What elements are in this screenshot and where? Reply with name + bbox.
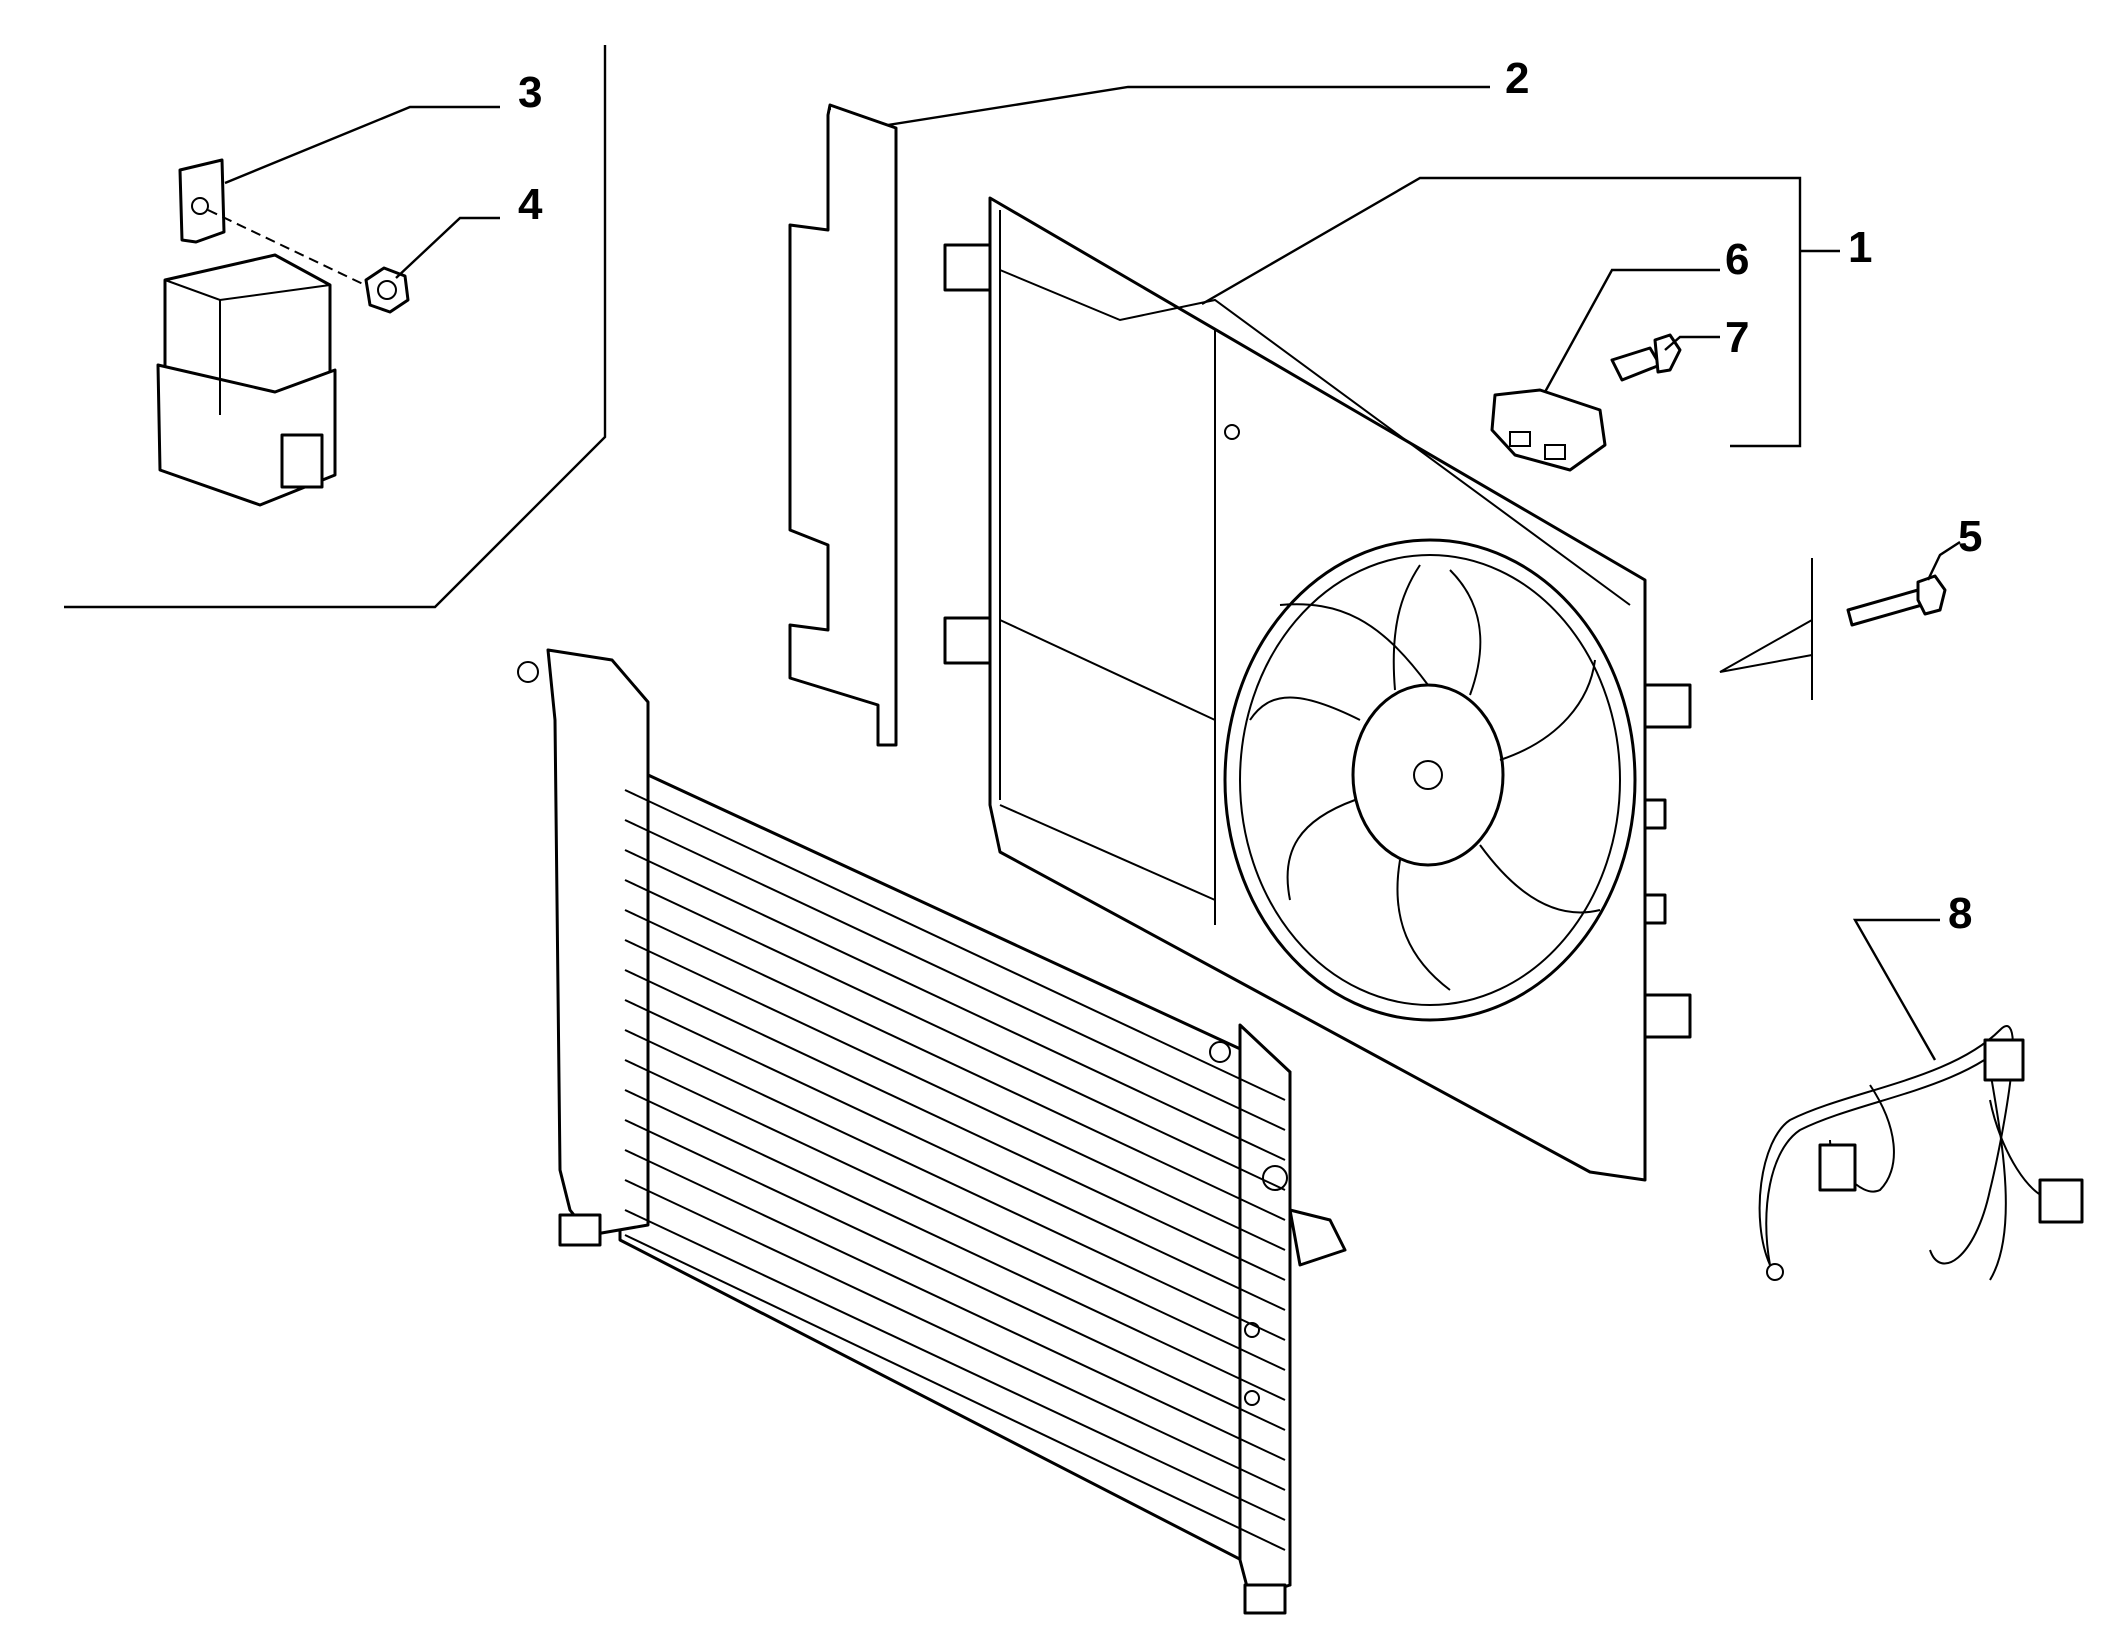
- callouts: 1 2 3 4 5 6 7 8: [518, 54, 1982, 938]
- callout-1: 1: [1848, 223, 1872, 272]
- callout-2: 2: [1505, 54, 1529, 103]
- leader-4: [395, 216, 500, 279]
- leader-3: [224, 105, 500, 185]
- cooling-fan: [1223, 538, 1637, 1022]
- callout-7: 7: [1725, 313, 1749, 362]
- leader-5: [1926, 540, 1961, 581]
- fan-resistor: [1490, 388, 1607, 472]
- wiring-harness: [1758, 1025, 2084, 1281]
- leader-8: [1852, 918, 1940, 1061]
- callout-5: 5: [1958, 512, 1982, 561]
- fan-shroud: [943, 196, 1692, 1182]
- leader-lines: [224, 85, 1961, 1061]
- screw: [1610, 333, 1682, 382]
- leader-1: [1201, 176, 1802, 448]
- leader-7: [1664, 335, 1720, 351]
- relay-section-divider: [64, 45, 607, 609]
- leader-2: [887, 85, 1490, 127]
- radiator-fins: [624, 789, 1286, 1551]
- bolt: [1719, 558, 1947, 700]
- callout-8: 8: [1948, 889, 1972, 938]
- relay-group: [64, 45, 607, 609]
- callout-3: 3: [518, 68, 542, 117]
- relay: [156, 158, 337, 507]
- air-guide-panel: [788, 103, 898, 747]
- callout-4: 4: [518, 180, 543, 229]
- nut: [207, 209, 410, 314]
- leader-6: [1543, 268, 1720, 393]
- radiator: [517, 648, 1347, 1615]
- callout-6: 6: [1725, 235, 1749, 284]
